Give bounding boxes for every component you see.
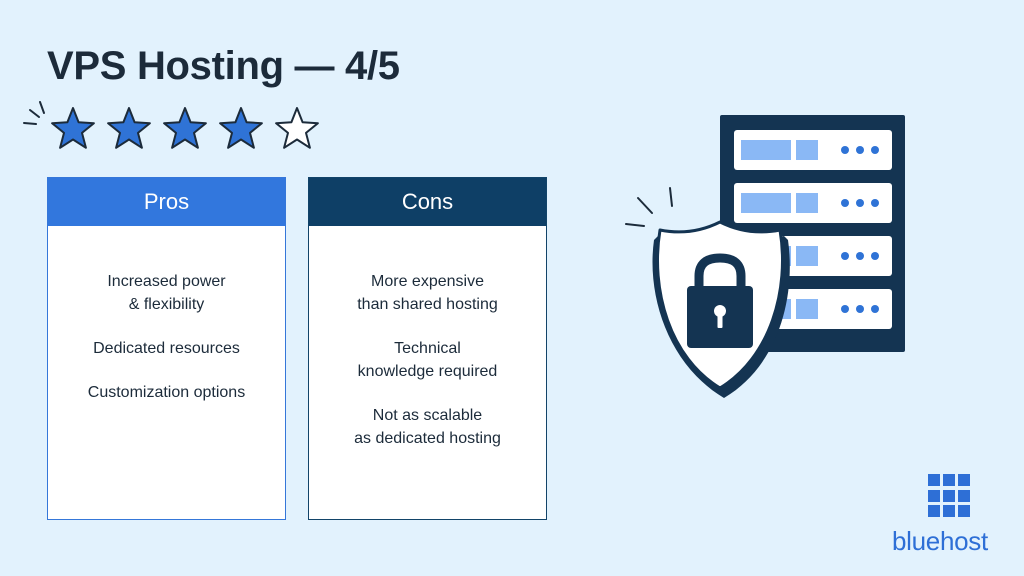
cons-item-line: More expensive — [371, 273, 484, 290]
star-empty-icon — [275, 107, 319, 149]
star-filled-icon — [163, 107, 207, 149]
brand-wordmark: bluehost — [892, 526, 988, 556]
pros-item-line: & flexibility — [128, 296, 205, 313]
star-rating — [20, 98, 330, 158]
cons-item-line: Technical — [394, 340, 461, 357]
page-title: VPS Hosting — 4/5 — [47, 44, 400, 88]
sparkle-lines-icon — [625, 187, 673, 227]
star-filled-icon — [51, 107, 95, 149]
security-illustration — [600, 110, 920, 410]
cons-item: Technical knowledge required — [319, 337, 536, 383]
star-filled-icon — [219, 107, 263, 149]
bluehost-grid-icon — [928, 474, 972, 518]
bluehost-logo: bluehost — [892, 474, 988, 560]
cons-item: Not as scalable as dedicated hosting — [319, 404, 536, 450]
sparkle-lines-icon — [23, 101, 45, 125]
cons-item-line: Not as scalable — [372, 407, 483, 424]
cons-item-line: than shared hosting — [357, 296, 498, 313]
cons-heading: Cons — [309, 178, 546, 226]
star-filled-icon — [107, 107, 151, 149]
cons-item: More expensive than shared hosting — [319, 270, 536, 316]
pros-item-line: Increased power — [107, 273, 226, 290]
pros-item: Dedicated resources — [58, 337, 275, 360]
pros-heading: Pros — [48, 178, 285, 226]
pros-item: Increased power & flexibility — [58, 270, 275, 316]
padlock-icon — [687, 253, 753, 348]
pros-item-line: Customization options — [87, 384, 246, 401]
pros-item-line: Dedicated resources — [93, 340, 240, 357]
cons-item-line: as dedicated hosting — [354, 430, 501, 447]
cons-item-line: knowledge required — [357, 363, 498, 380]
pros-item: Customization options — [58, 381, 275, 404]
